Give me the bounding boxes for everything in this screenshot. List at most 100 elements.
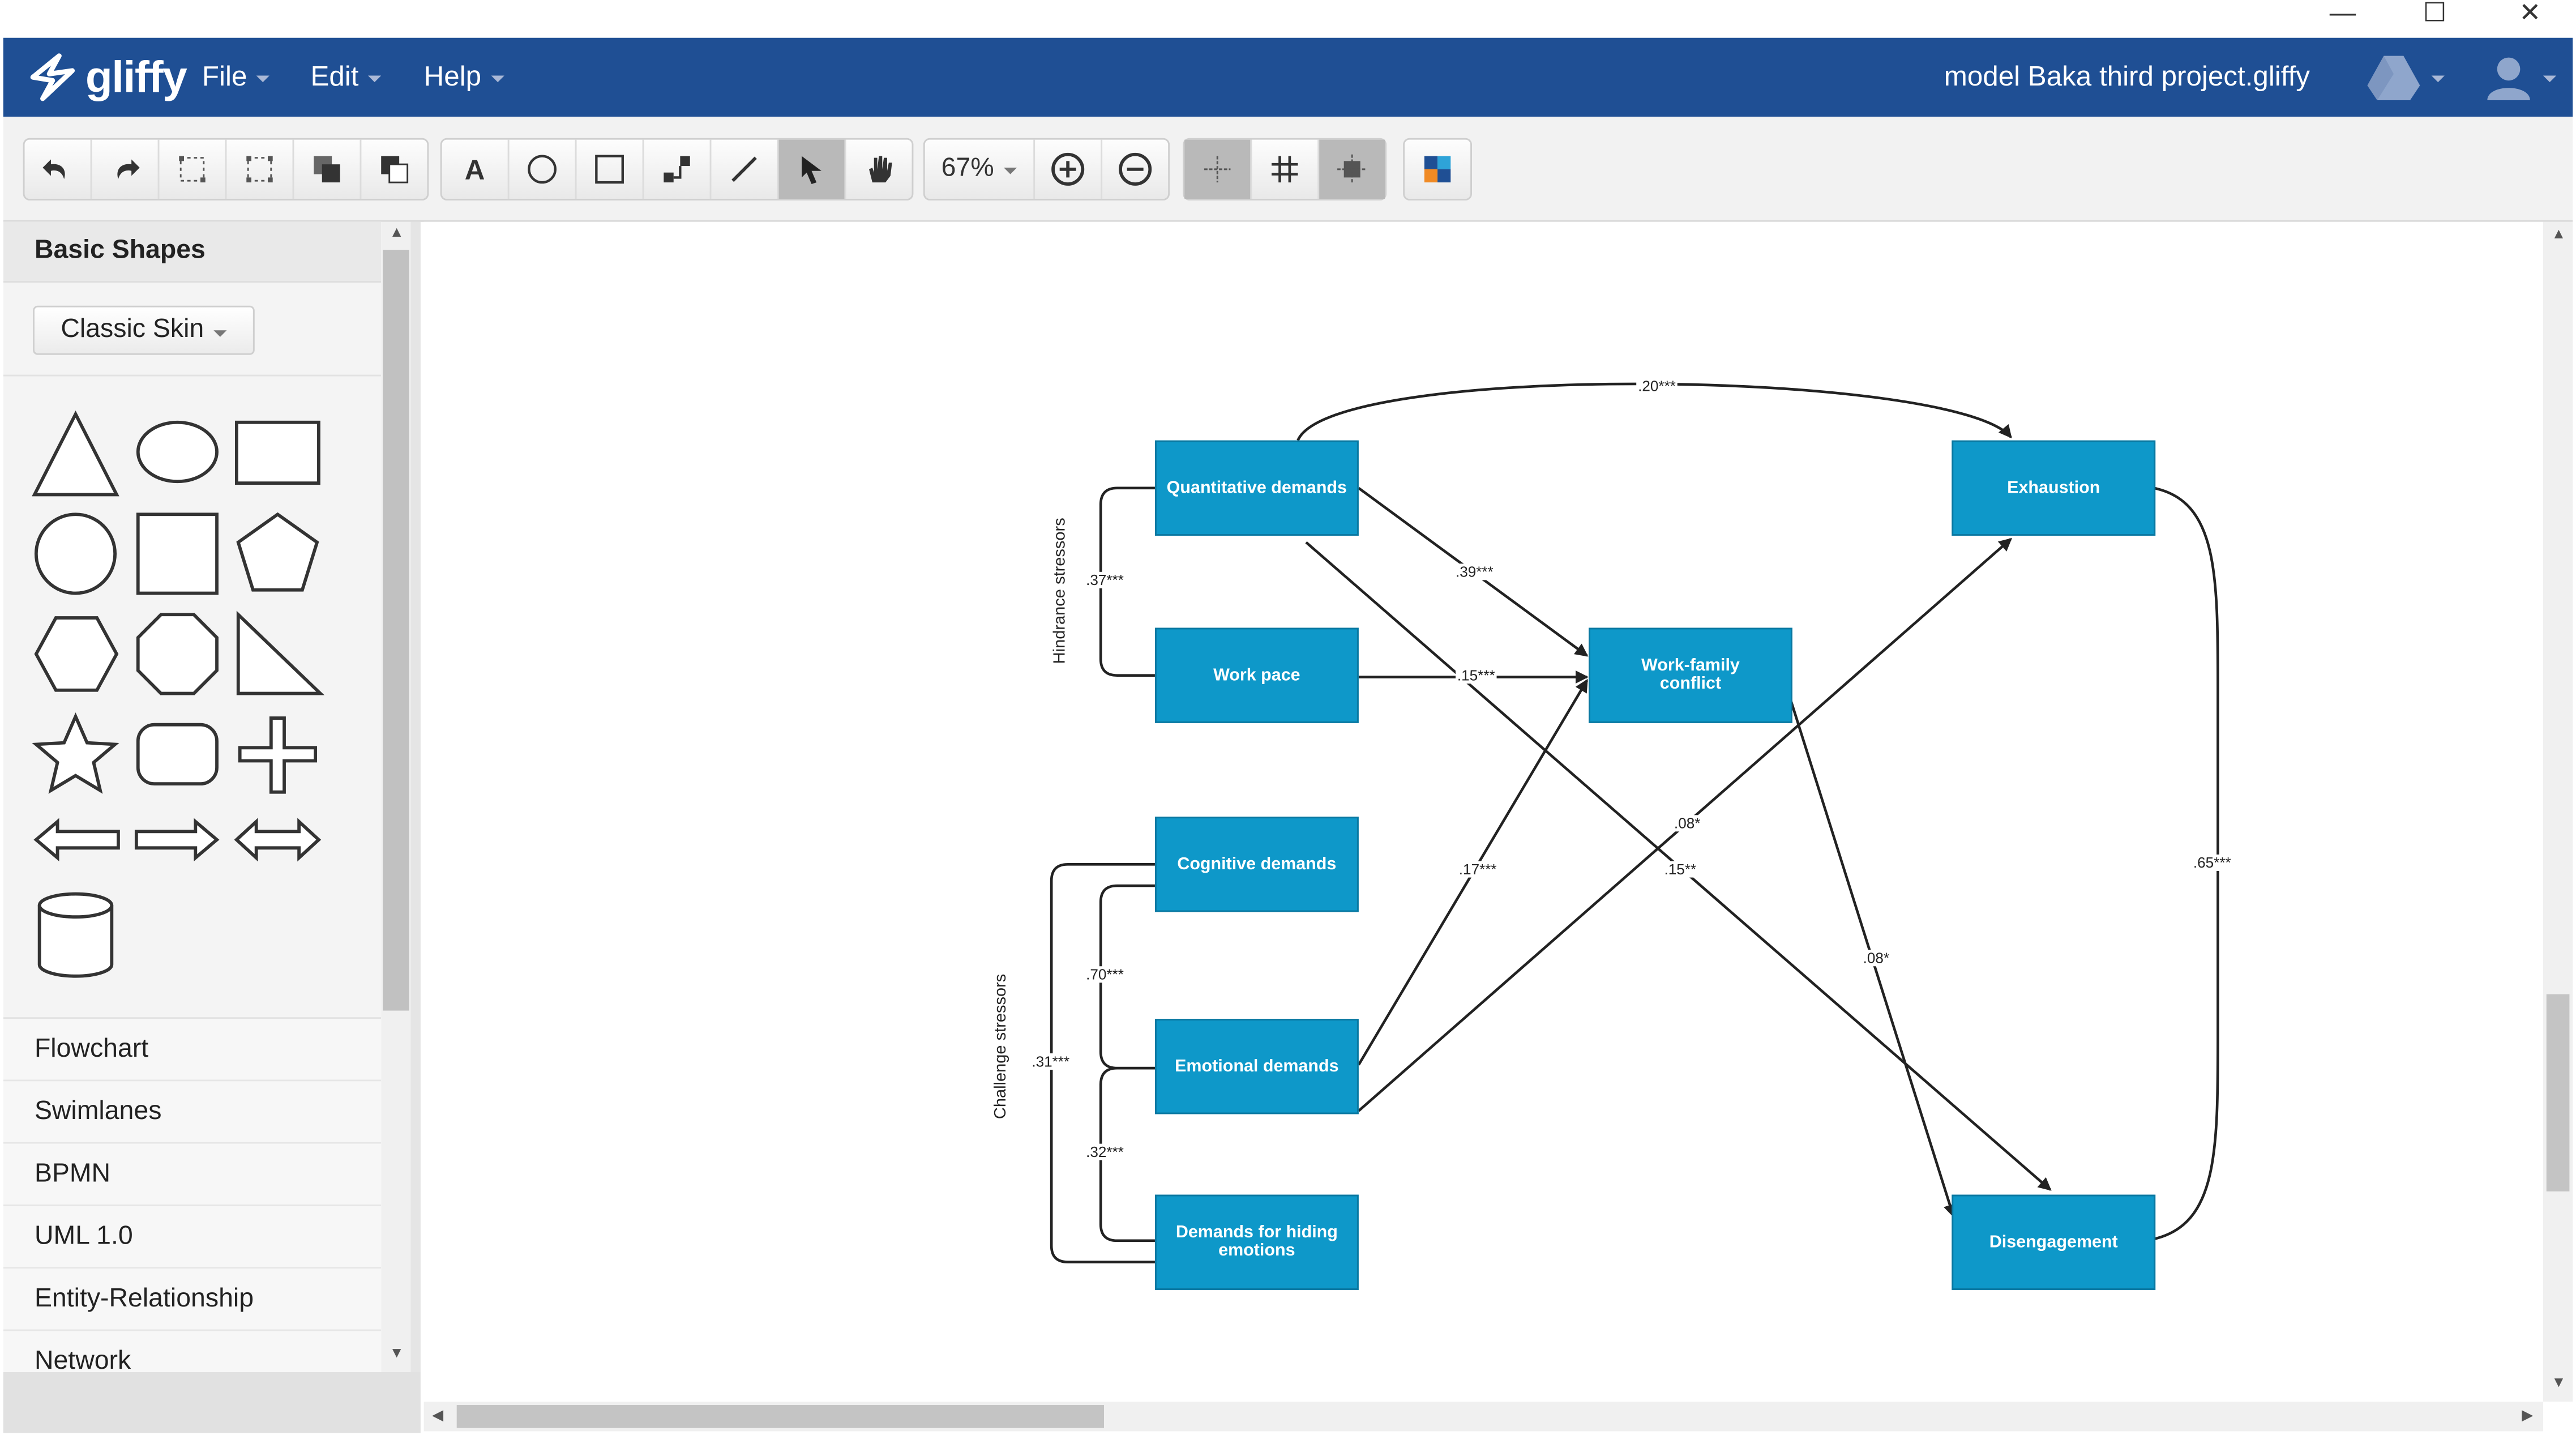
chevron-down-icon	[2543, 75, 2557, 83]
triangle-shape-icon[interactable]	[32, 410, 119, 497]
canvas-scroll-up-icon[interactable]: ▲	[2551, 225, 2566, 242]
menu-help[interactable]: Help	[424, 38, 504, 117]
theme-icon[interactable]	[1405, 140, 1470, 199]
window-titlebar: — ☐ ✕	[0, 0, 2576, 38]
library-entity-relationship[interactable]: Entity-Relationship	[3, 1269, 382, 1331]
menu-file[interactable]: File	[202, 38, 271, 117]
zoom-group: 67%	[923, 138, 1170, 201]
coef-quantitative-exhaustion: .20***	[1636, 378, 1678, 395]
line-tool-icon[interactable]	[711, 139, 779, 199]
skin-label: Classic Skin	[61, 315, 204, 344]
app-header: gliffy File Edit Help model Baka third p…	[3, 37, 2573, 117]
canvas-vertical-thumb[interactable]	[2546, 994, 2570, 1191]
canvas-scroll-right-icon[interactable]: ▶	[2522, 1406, 2534, 1423]
coef-quantitative-disengagement: .15**	[1662, 861, 1698, 878]
connector-tool-icon[interactable]	[644, 139, 712, 199]
rectangle-tool-icon[interactable]	[577, 139, 644, 199]
node-work-pace[interactable]: Work pace	[1154, 627, 1359, 723]
shape-library-panel: Basic Shapes Classic Skin	[3, 221, 382, 1373]
chevron-down-icon	[1004, 167, 1017, 174]
pentagon-shape-icon[interactable]	[236, 512, 319, 592]
scroll-down-icon[interactable]: ▼	[389, 1344, 404, 1361]
zoom-in-icon[interactable]	[1035, 139, 1103, 199]
right-arrow-shape-icon[interactable]	[134, 818, 220, 861]
undo-icon[interactable]	[25, 139, 92, 199]
close-button[interactable]: ✕	[2519, 0, 2541, 28]
library-flowchart[interactable]: Flowchart	[3, 1019, 382, 1082]
maximize-button[interactable]: ☐	[2423, 0, 2447, 28]
zoom-out-icon[interactable]	[1102, 140, 1168, 199]
cylinder-shape-icon[interactable]	[37, 905, 114, 978]
chevron-down-icon	[2431, 75, 2445, 83]
cross-shape-icon[interactable]	[238, 716, 318, 794]
group-icon[interactable]	[159, 139, 227, 199]
document-title[interactable]: model Baka third project.gliffy	[1944, 61, 2310, 92]
node-disengagement[interactable]: Disengagement	[1952, 1194, 2156, 1290]
basic-shapes-header[interactable]: Basic Shapes	[3, 221, 382, 283]
skin-selector-area: Classic Skin	[3, 283, 382, 377]
hexagon-shape-icon[interactable]	[34, 616, 119, 692]
library-swimlanes[interactable]: Swimlanes	[3, 1081, 382, 1144]
snap-icon[interactable]	[1319, 139, 1385, 199]
gliffy-logo[interactable]: gliffy	[26, 48, 187, 106]
pointer-tool-icon[interactable]	[778, 139, 846, 199]
canvas-scroll-down-icon[interactable]: ▼	[2551, 1373, 2566, 1390]
edit-tools-group	[23, 138, 429, 201]
menu-edit[interactable]: Edit	[310, 38, 382, 117]
node-exhaustion[interactable]: Exhaustion	[1952, 440, 2156, 536]
rectangle-shape-icon[interactable]	[234, 420, 320, 485]
chevron-down-icon	[256, 75, 271, 83]
canvas-vertical-scrollbar[interactable]	[2543, 221, 2573, 1402]
diagram-canvas[interactable]	[423, 221, 2543, 1402]
left-arrow-shape-icon[interactable]	[33, 818, 120, 861]
user-menu[interactable]	[2484, 51, 2557, 104]
label-hindrance-stressors: Hindrance stressors	[1051, 518, 1070, 664]
drive-menu[interactable]	[2366, 51, 2445, 104]
grid-tools-group	[1183, 138, 1387, 201]
grid-icon[interactable]	[1252, 139, 1320, 199]
ellipse-tool-icon[interactable]	[510, 139, 577, 199]
double-arrow-shape-icon[interactable]	[234, 818, 322, 862]
coef-emotional-hiding: .32***	[1084, 1143, 1126, 1160]
coef-emotional-exhaustion: .08*	[1672, 815, 1702, 832]
coef-exhaustion-disengagement: .65***	[2192, 854, 2233, 871]
node-quantitative-demands[interactable]: Quantitative demands	[1154, 440, 1359, 536]
guides-icon[interactable]	[1184, 139, 1252, 199]
coef-cognitive-hiding: .31***	[1030, 1053, 1072, 1070]
zoom-select[interactable]: 67%	[925, 139, 1035, 199]
library-uml[interactable]: UML 1.0	[3, 1206, 382, 1269]
canvas-scroll-left-icon[interactable]: ◀	[432, 1406, 444, 1423]
minimize-button[interactable]: —	[2329, 0, 2356, 28]
coef-wfc-disengagement: .08*	[1861, 950, 1892, 967]
node-work-family-conflict[interactable]: Work-family conflict	[1589, 627, 1792, 723]
canvas-horizontal-thumb[interactable]	[456, 1405, 1105, 1428]
node-cognitive-demands[interactable]: Cognitive demands	[1154, 817, 1359, 912]
send-back-icon[interactable]	[361, 140, 427, 199]
node-demands-hiding-emotions[interactable]: Demands for hiding emotions	[1154, 1194, 1359, 1290]
bring-front-icon[interactable]	[294, 139, 362, 199]
panel-divider[interactable]	[410, 221, 421, 1373]
library-scroll-thumb[interactable]	[383, 250, 409, 1011]
coef-quantitative-workpace: .37***	[1084, 571, 1126, 588]
rounded-rectangle-shape-icon[interactable]	[136, 723, 219, 786]
text-tool-icon[interactable]: A	[442, 139, 510, 199]
octagon-shape-icon[interactable]	[136, 613, 219, 695]
google-drive-icon	[2367, 55, 2420, 101]
skin-dropdown[interactable]: Classic Skin	[33, 305, 255, 355]
square-shape-icon[interactable]	[136, 512, 219, 595]
theme-group	[1403, 138, 1473, 201]
star-shape-icon[interactable]	[32, 712, 119, 794]
redo-icon[interactable]	[92, 139, 160, 199]
pan-tool-icon[interactable]	[846, 140, 912, 199]
draw-tools-group: A	[440, 138, 914, 201]
right-triangle-shape-icon[interactable]	[236, 610, 325, 695]
library-bpmn[interactable]: BPMN	[3, 1143, 382, 1206]
circle-shape-icon[interactable]	[34, 512, 117, 595]
ungroup-icon[interactable]	[226, 139, 294, 199]
ellipse-shape-icon[interactable]	[136, 420, 219, 484]
scroll-up-icon[interactable]: ▲	[389, 223, 404, 240]
logo-text: gliffy	[85, 52, 187, 101]
node-emotional-demands[interactable]: Emotional demands	[1154, 1019, 1359, 1114]
shape-palette	[32, 410, 325, 978]
library-network[interactable]: Network	[3, 1331, 382, 1373]
